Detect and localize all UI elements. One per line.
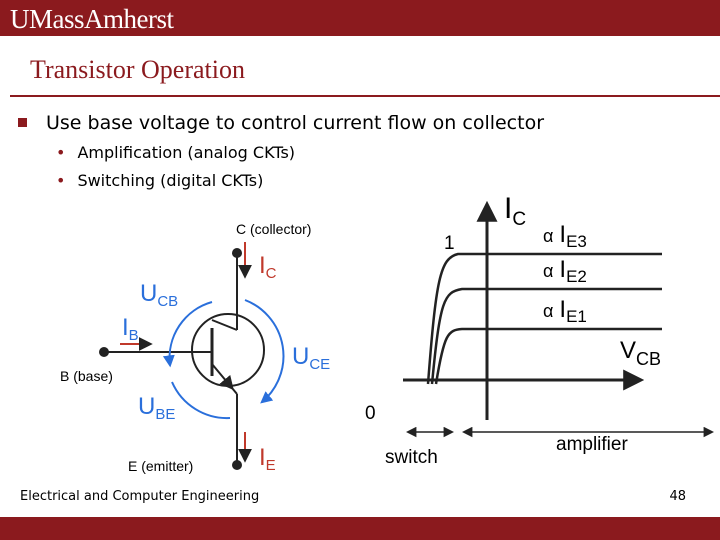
ucb-label: UCB bbox=[140, 280, 178, 310]
slide-title: Transistor Operation bbox=[30, 55, 245, 84]
header-bar bbox=[0, 0, 720, 36]
level-0-label: 0 bbox=[365, 403, 376, 424]
emitter-label: E (emitter) bbox=[128, 458, 193, 474]
uce-arc bbox=[244, 299, 285, 404]
base-label: B (base) bbox=[60, 368, 113, 384]
sub-bullet-1: •Amplification (analog CKTs) bbox=[56, 143, 296, 162]
emitter-arrow bbox=[211, 363, 234, 391]
ic-label: IC bbox=[259, 252, 277, 282]
footer-bar bbox=[0, 517, 720, 540]
page-number: 48 bbox=[669, 489, 686, 504]
ube-arc bbox=[171, 381, 231, 420]
ib-label: IB bbox=[122, 314, 139, 344]
square-bullet-icon bbox=[18, 118, 27, 127]
curve-ie1 bbox=[434, 327, 662, 385]
collector-label: C (collector) bbox=[236, 221, 311, 237]
ucb-arc bbox=[162, 301, 213, 368]
y-axis-label: IC bbox=[504, 192, 526, 230]
emitter-terminal bbox=[232, 460, 242, 470]
transistor-body bbox=[191, 313, 265, 387]
umass-logo: UMassAmherst bbox=[10, 4, 174, 34]
amplifier-label: amplifier bbox=[556, 434, 628, 455]
level-1-label: 1 bbox=[444, 233, 455, 254]
curve-ie2 bbox=[430, 287, 662, 385]
x-axis-label: VCB bbox=[620, 337, 661, 369]
title-divider bbox=[10, 95, 720, 97]
footer-text: Electrical and Computer Engineering bbox=[20, 489, 260, 504]
transistor-schematic: C (collector) B (base) E (emitter) IC IB… bbox=[60, 221, 330, 474]
ube-label: UBE bbox=[138, 393, 175, 423]
curve-ie3 bbox=[426, 252, 662, 385]
uce-label: UCE bbox=[292, 343, 330, 373]
sub-bullet-2: •Switching (digital CKTs) bbox=[56, 171, 264, 190]
ie-label: IE bbox=[259, 444, 276, 474]
main-bullet: Use base voltage to control current flow… bbox=[46, 112, 545, 134]
switch-label: switch bbox=[385, 447, 438, 468]
base-terminal bbox=[99, 347, 109, 357]
